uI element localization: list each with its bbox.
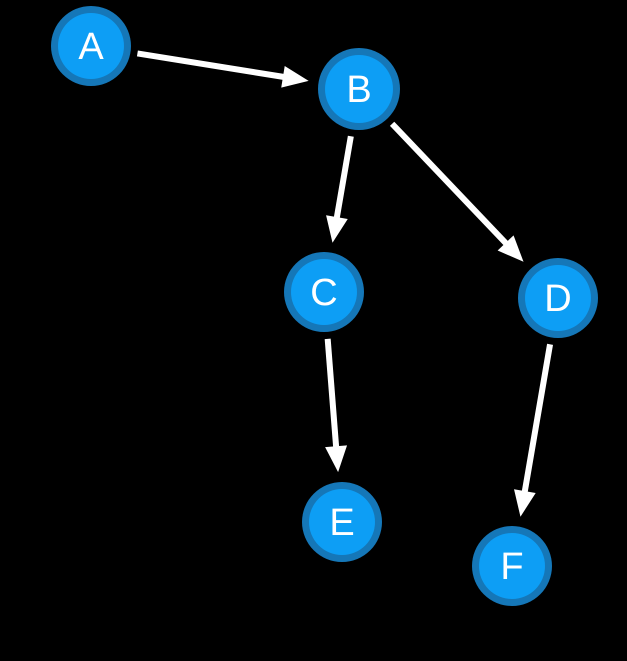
node-label: F: [500, 546, 523, 588]
graph-edge[interactable]: [324, 338, 348, 473]
graph-edge[interactable]: [136, 50, 309, 88]
node-label: A: [78, 26, 104, 68]
nodes-layer: A B C D E F: [51, 6, 598, 606]
edge-arrowhead-icon: [514, 489, 536, 517]
edge-arrowhead-icon: [325, 445, 348, 473]
node-fill: [525, 265, 591, 331]
node-label: B: [346, 69, 371, 111]
edge-arrowhead-icon: [497, 235, 524, 262]
edge-arrowhead-icon: [326, 215, 348, 243]
graph-node-f[interactable]: F: [472, 526, 552, 606]
edge-arrowhead-icon: [281, 65, 309, 88]
edge-line: [324, 338, 340, 453]
node-label: D: [544, 278, 571, 320]
node-fill: [325, 55, 393, 123]
edges-layer: [136, 50, 554, 517]
node-fill: [291, 259, 357, 325]
graph-node-a[interactable]: A: [51, 6, 131, 86]
node-fill: [309, 489, 375, 555]
graph-node-b[interactable]: B: [318, 48, 400, 130]
graph-edge[interactable]: [326, 135, 354, 243]
graph-node-e[interactable]: E: [302, 482, 382, 562]
node-fill: [58, 13, 124, 79]
node-label: C: [310, 272, 337, 314]
graph-node-c[interactable]: C: [284, 252, 364, 332]
graph-edge[interactable]: [514, 343, 554, 517]
edge-line: [136, 50, 290, 81]
edge-line: [389, 121, 512, 250]
node-fill: [479, 533, 545, 599]
node-label: E: [329, 502, 354, 544]
graph-node-d[interactable]: D: [518, 258, 598, 338]
graph-edge[interactable]: [389, 121, 524, 262]
edge-line: [520, 343, 554, 498]
edge-line: [332, 135, 354, 224]
